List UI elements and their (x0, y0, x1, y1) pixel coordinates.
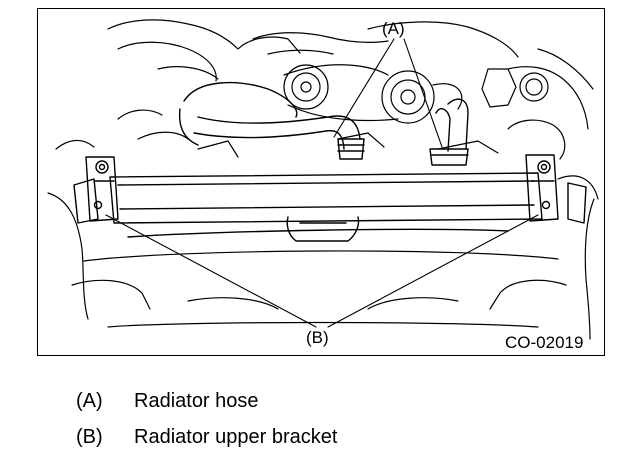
legend-key-b: (B) (76, 426, 103, 448)
radiator-hose-illustration (178, 81, 469, 166)
legend-text-b: Radiator upper bracket (134, 426, 338, 448)
callout-a-label: (A) (382, 19, 405, 38)
leader-a-left (333, 38, 395, 138)
leader-b-left (105, 214, 317, 328)
leader-b-right (327, 214, 539, 328)
bracket-left-illustration (85, 156, 119, 222)
callout-b-label: (B) (306, 328, 329, 347)
engine-bay-illustration: (A) (B) CO-02019 (47, 19, 599, 352)
lower-body-lines (47, 192, 595, 340)
radiator-body (73, 172, 587, 242)
engine-background (55, 19, 599, 200)
radiator-diagram: (A) (B) CO-02019 (37, 8, 605, 356)
leader-a-right (403, 38, 443, 148)
legend-item-a: (A) Radiator hose (76, 389, 259, 413)
legend-key-a: (A) (76, 390, 103, 412)
legend-text-a: Radiator hose (134, 390, 259, 412)
legend-item-b: (B) Radiator upper bracket (76, 425, 337, 449)
leader-lines (105, 38, 539, 328)
bracket-right-illustration (525, 154, 559, 222)
drawing-code: CO-02019 (505, 333, 583, 352)
